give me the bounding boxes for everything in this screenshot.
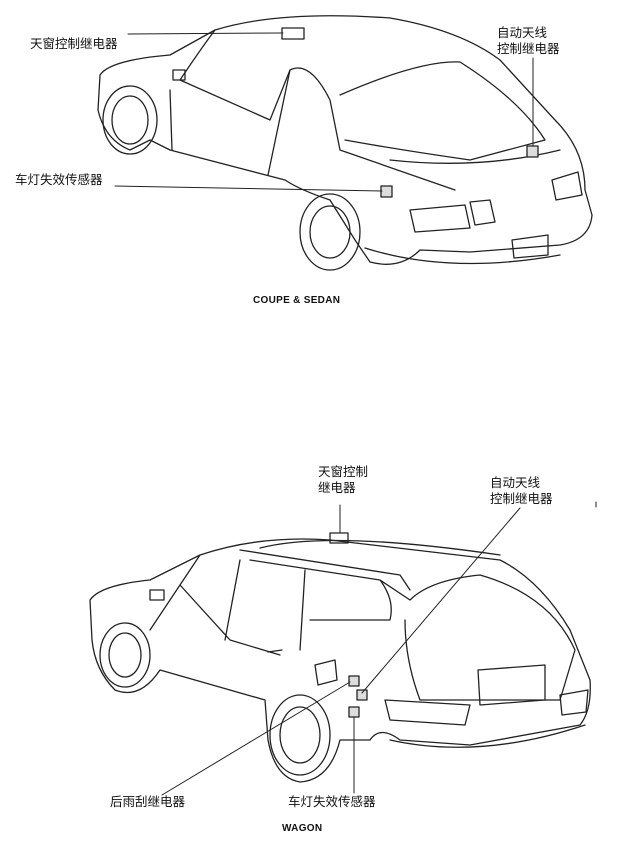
wagon-drawing [89, 532, 591, 783]
label-wagon-sunroof-relay-1: 天窗控制 [318, 464, 369, 479]
sedan-drawing [97, 15, 593, 271]
label-sedan-antenna-relay-2: 控制继电器 [497, 41, 560, 56]
label-sedan-sunroof-relay: 天窗控制继电器 [30, 36, 118, 51]
label-wagon-rear-wiper-relay: 后雨刮继电器 [110, 794, 186, 809]
label-sedan-light-failure-sensor: 车灯失效传感器 [15, 172, 103, 187]
label-sedan-antenna-relay-1: 自动天线 [497, 25, 548, 40]
label-wagon-sunroof-relay-2: 继电器 [318, 480, 356, 495]
label-wagon-antenna-relay-2: 控制继电器 [490, 491, 553, 506]
sedan-leader-lines [114, 32, 534, 192]
label-wagon-antenna-relay-1: 自动天线 [490, 475, 541, 490]
label-wagon-light-failure-sensor: 车灯失效传感器 [288, 794, 376, 809]
wagon-leader-lines [161, 504, 521, 796]
caption-wagon: WAGON [282, 823, 323, 834]
caption-coupe-sedan: COUPE & SEDAN [253, 295, 341, 306]
